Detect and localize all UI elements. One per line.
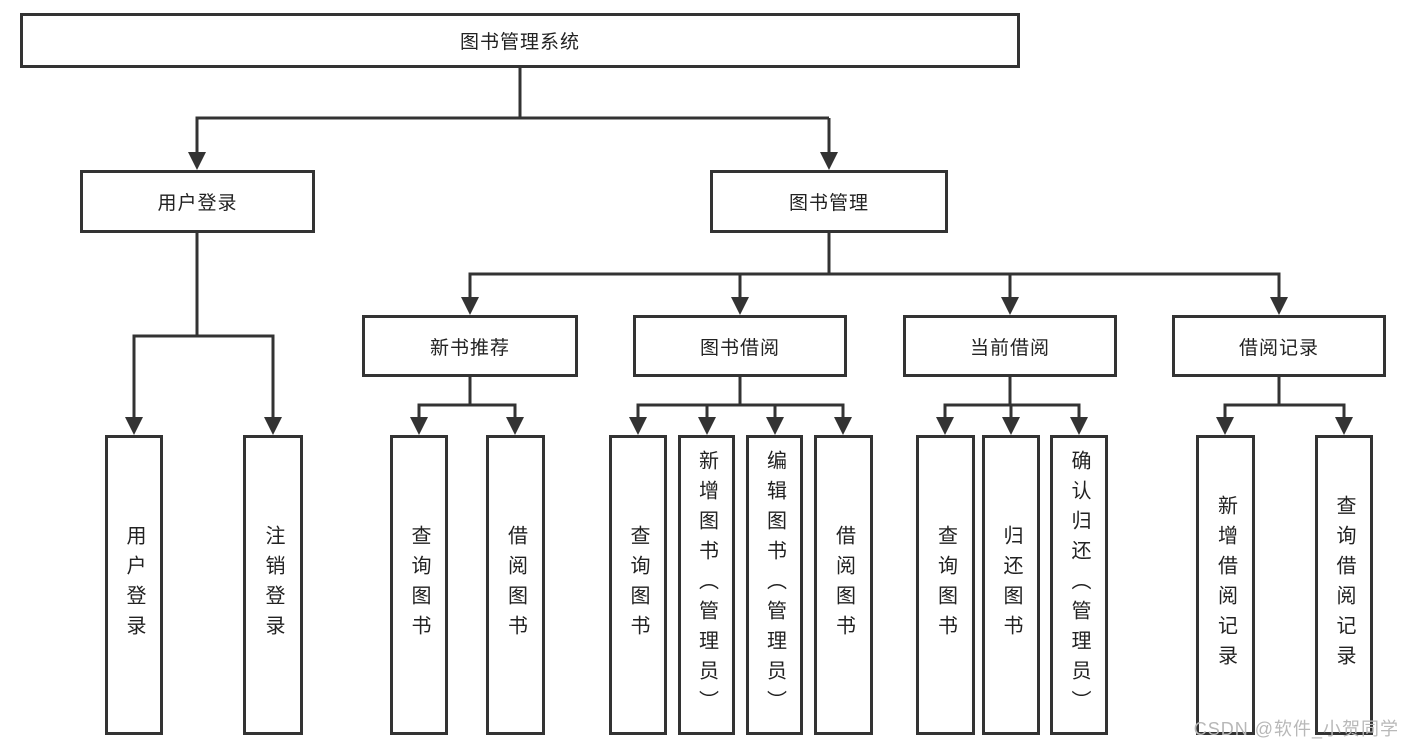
arrowhead-query-books-1 [410,417,428,435]
arrowhead-leaf-logout [264,417,282,435]
leaf-query-books-2-label: 查询图书 [627,525,649,645]
arrowhead-confirm-return [1070,417,1088,435]
arrowhead-leaf-user-login [125,417,143,435]
node-user-login: 用户登录 [80,170,315,233]
arrowhead-add-book [698,417,716,435]
leaf-query-books-3-label: 查询图书 [934,525,957,645]
arrowhead-return-books [1002,417,1020,435]
node-borrow-records: 借阅记录 [1172,315,1386,377]
node-book-borrow-label: 图书借阅 [699,337,780,359]
leaf-user-login-label: 用户登录 [123,525,145,645]
node-book-borrow: 图书借阅 [633,315,847,377]
leaf-add-book-admin-label: 新增图书（管理员） [695,450,718,720]
node-root: 图书管理系统 [20,13,1020,68]
arrowhead-borrow-books-2 [834,417,852,435]
leaf-query-books-1: 查询图书 [390,435,448,735]
node-user-login-label: 用户登录 [157,193,238,214]
leaf-query-books-3: 查询图书 [916,435,975,735]
arrowhead-user-login [188,152,206,170]
leaf-add-borrow-record-label: 新增借阅记录 [1214,495,1237,675]
leaf-edit-book-admin: 编辑图书（管理员） [746,435,803,735]
leaf-user-login: 用户登录 [105,435,163,735]
arrowhead-query-books-2 [629,417,647,435]
leaf-borrow-books-1-label: 借阅图书 [504,525,527,645]
leaf-add-book-admin: 新增图书（管理员） [678,435,735,735]
node-book-management-label: 图书管理 [788,193,869,214]
arrowhead-borrow-books-1 [506,417,524,435]
leaf-query-borrow-record-label: 查询借阅记录 [1333,495,1355,675]
arrowhead-query-books-3 [936,417,954,435]
leaf-confirm-return-admin-label: 确认归还（管理员） [1068,450,1090,720]
arrowhead-current-borrow [1001,297,1019,315]
node-new-book-recommend-label: 新书推荐 [429,337,510,359]
arrowhead-book-management [820,152,838,170]
leaf-return-books: 归还图书 [982,435,1040,735]
node-current-borrow: 当前借阅 [903,315,1117,377]
leaf-logout: 注销登录 [243,435,303,735]
leaf-query-books-2: 查询图书 [609,435,667,735]
arrowhead-edit-book [766,417,784,435]
arrowhead-book-borrow [731,297,749,315]
leaf-edit-book-admin-label: 编辑图书（管理员） [763,450,786,720]
leaf-logout-label: 注销登录 [262,525,284,645]
node-book-management: 图书管理 [710,170,948,233]
leaf-query-borrow-record: 查询借阅记录 [1315,435,1373,735]
leaf-query-books-1-label: 查询图书 [408,525,430,645]
leaf-add-borrow-record: 新增借阅记录 [1196,435,1255,735]
arrowhead-add-borrow-record [1216,417,1234,435]
leaf-borrow-books-2-label: 借阅图书 [832,525,855,645]
leaf-borrow-books-1: 借阅图书 [486,435,545,735]
leaf-return-books-label: 归还图书 [1000,525,1022,645]
leaf-borrow-books-2: 借阅图书 [814,435,873,735]
leaf-confirm-return-admin: 确认归还（管理员） [1050,435,1108,735]
node-root-label: 图书管理系统 [459,32,580,53]
node-borrow-records-label: 借阅记录 [1238,337,1319,359]
arrowhead-new-book-recommend [461,297,479,315]
arrowhead-query-borrow-record [1335,417,1353,435]
arrowhead-borrow-records [1270,297,1288,315]
node-current-borrow-label: 当前借阅 [969,337,1050,359]
node-new-book-recommend: 新书推荐 [362,315,578,377]
